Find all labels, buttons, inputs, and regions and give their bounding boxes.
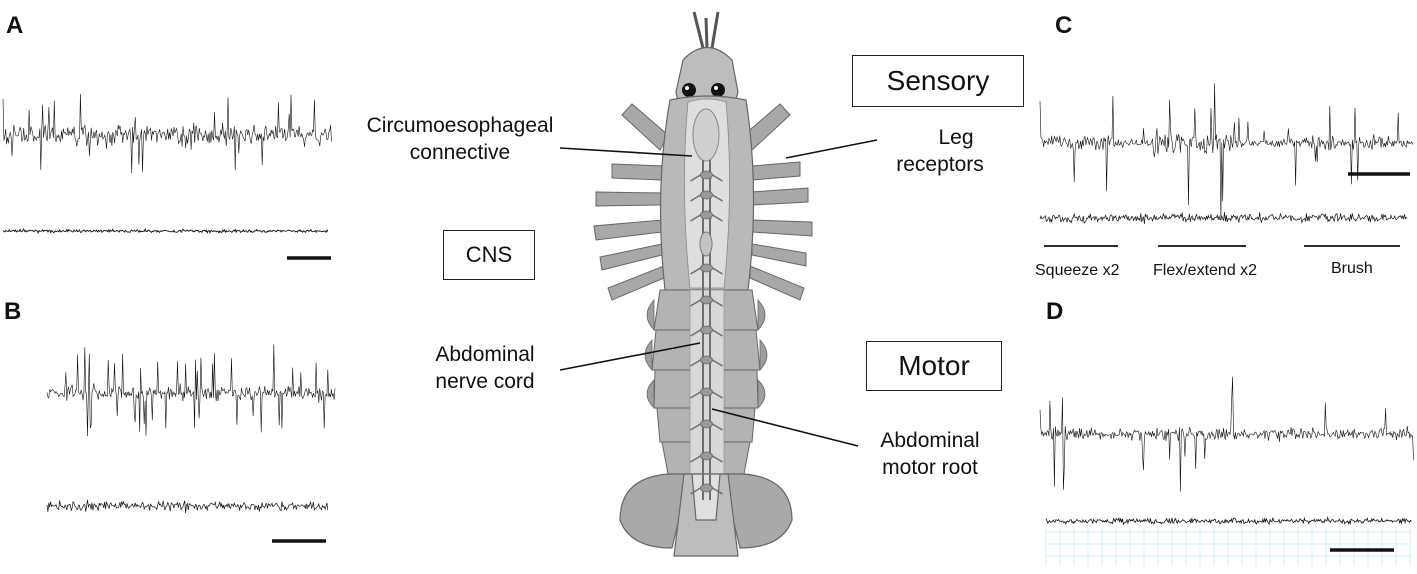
ganglion xyxy=(700,190,713,200)
ganglion xyxy=(700,419,713,429)
nerve-root xyxy=(712,391,723,399)
ganglion xyxy=(700,451,713,461)
tr-c1-line xyxy=(1039,83,1413,221)
eye-left xyxy=(682,83,696,97)
left-legs xyxy=(593,103,669,301)
nerve-root xyxy=(712,194,723,202)
ganglion xyxy=(700,387,713,397)
tr-c2-line xyxy=(1039,212,1408,224)
circumoesophageal-label-line1: Circumoesophageal xyxy=(366,114,554,137)
trace-c-top xyxy=(1039,83,1413,221)
trace-b-bottom xyxy=(46,499,329,514)
ganglion xyxy=(700,355,713,365)
ganglion xyxy=(700,295,713,305)
trace-a-bottom xyxy=(2,227,329,234)
nerve-root xyxy=(690,174,701,182)
sensory-box: Sensory xyxy=(852,55,1024,107)
ganglion xyxy=(700,170,713,180)
nerve-root xyxy=(690,423,701,431)
trace-a-top xyxy=(2,93,332,174)
nerve-root xyxy=(690,194,701,202)
circumoesophageal-label-line2: connective xyxy=(409,141,511,164)
panel-letter-c: C xyxy=(1055,12,1073,39)
trace-d-bottom xyxy=(1045,515,1412,526)
abdominal-motor-root-label-line2: motor root xyxy=(882,456,978,479)
ganglion xyxy=(700,483,713,493)
trace-d-grid xyxy=(1045,528,1412,566)
squeeze-label: Squeeze x2 xyxy=(1035,262,1120,279)
nerve-root xyxy=(712,267,723,275)
antenna-left xyxy=(692,11,705,49)
nerve-root xyxy=(712,487,723,495)
scale-bars xyxy=(272,172,1410,552)
tr-d1-line xyxy=(1039,376,1414,492)
nerve-root xyxy=(690,267,701,275)
flex-extend-label: Flex/extend x2 xyxy=(1153,262,1258,279)
nerve-root xyxy=(690,299,701,307)
nerve-root xyxy=(712,423,723,431)
nerve-root xyxy=(690,359,701,367)
ganglion xyxy=(700,263,713,273)
tr-d2-line xyxy=(1045,515,1412,526)
nerve-root xyxy=(690,455,701,463)
nerve-root xyxy=(712,359,723,367)
nerve-root xyxy=(712,214,723,222)
leader-circumoesophageal xyxy=(559,147,693,157)
nerve-root xyxy=(712,299,723,307)
tr-a2-line xyxy=(2,227,329,234)
nerve-root xyxy=(690,487,701,495)
antenna-right xyxy=(710,11,720,49)
abdomen-pleura xyxy=(644,298,768,409)
leg-receptors-label-line2: receptors xyxy=(896,153,984,176)
tr-a1-line xyxy=(2,93,332,174)
nerve-ganglia xyxy=(690,170,723,495)
trace-d-top xyxy=(1039,376,1414,492)
panel-letter-b: B xyxy=(4,298,22,325)
thoracic-ganglion xyxy=(699,231,713,257)
abdominal-motor-root-label-line1: Abdominal xyxy=(880,429,980,452)
leader-motor-root xyxy=(711,408,859,447)
panel-letter-d: D xyxy=(1046,298,1064,325)
nerve-root xyxy=(712,174,723,182)
abdominal-nerve-cord-label: Abdominal nerve cord xyxy=(415,341,555,395)
nerve-root xyxy=(690,329,701,337)
ganglion xyxy=(700,325,713,335)
ganglion xyxy=(700,210,713,220)
circumoesophageal-label: Circumoesophageal connective xyxy=(365,112,555,166)
nerve-root xyxy=(690,214,701,222)
trace-c-bottom xyxy=(1039,212,1408,224)
leg-receptors-label: Leg receptors xyxy=(880,124,1000,178)
tr-b2-line xyxy=(46,499,329,514)
cns-box: CNS xyxy=(443,230,535,280)
abdomen-center xyxy=(689,289,725,475)
abdominal-nerve-cord-label-line2: nerve cord xyxy=(435,370,535,393)
nerve-root xyxy=(712,455,723,463)
motor-box: Motor xyxy=(866,341,1002,391)
tr-b1-line xyxy=(46,344,336,437)
trace-b-top xyxy=(46,344,336,437)
crayfish-diagram xyxy=(593,11,813,557)
leader-abdominal-cord xyxy=(559,342,701,371)
nerve-root xyxy=(690,391,701,399)
nerve-root xyxy=(712,329,723,337)
abdominal-nerve-cord-label-line1: Abdominal xyxy=(435,343,535,366)
antenna-mid xyxy=(704,17,709,49)
abdominal-motor-root-label: Abdominal motor root xyxy=(860,427,1000,481)
panel-letter-a: A xyxy=(6,12,24,39)
leader-leg-receptors xyxy=(785,139,878,159)
leg-receptors-label-line1: Leg xyxy=(938,126,974,149)
eye-right xyxy=(711,83,725,97)
circumoesophageal-ganglion xyxy=(692,108,720,162)
leader-lines xyxy=(559,139,878,447)
right-legs xyxy=(743,103,813,301)
brush-label: Brush xyxy=(1331,260,1373,277)
